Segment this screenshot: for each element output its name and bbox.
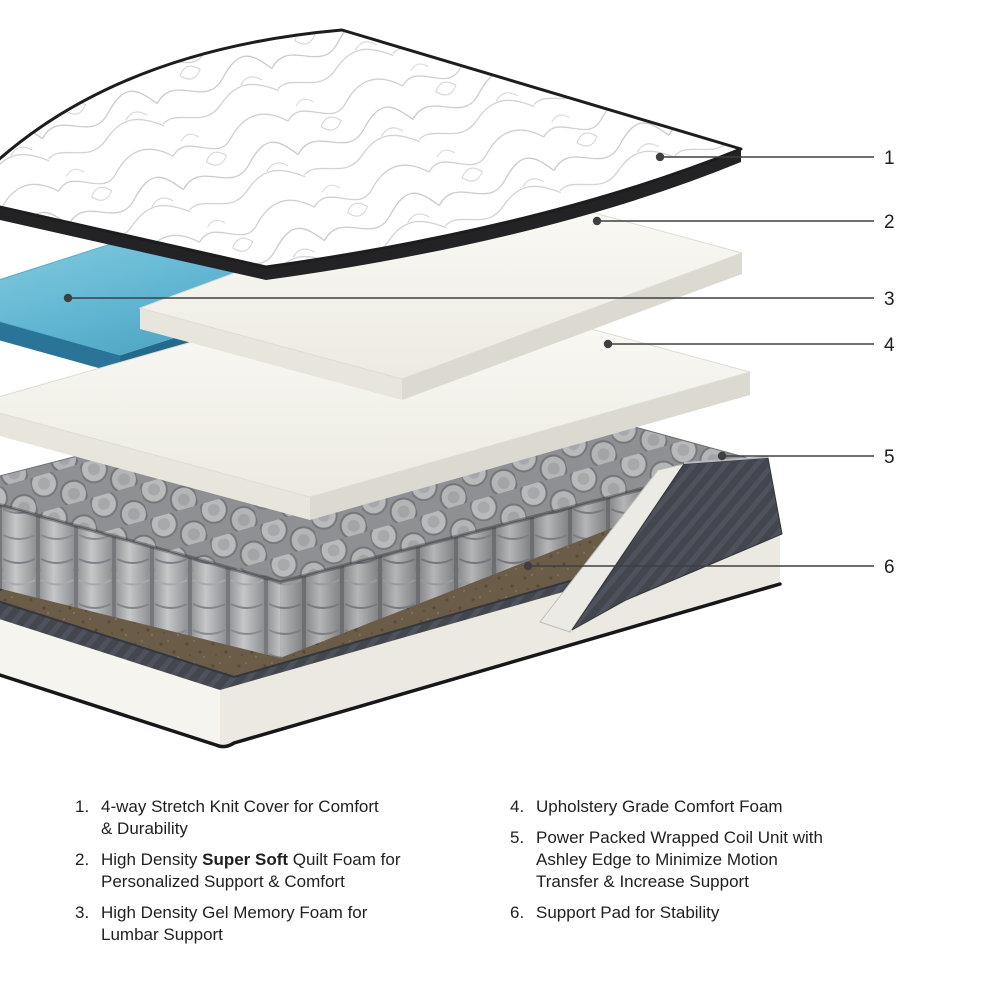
callout-number-2: 2 xyxy=(884,212,895,233)
legend-item-2-text: High Density Super Soft Quilt Foam for P… xyxy=(101,849,400,893)
legend-item-3-text: High Density Gel Memory Foam for Lumbar … xyxy=(101,903,368,944)
callouts: 1 2 3 4 5 6 xyxy=(63,148,895,578)
callout-dot-3 xyxy=(63,293,73,303)
callout-dot-6 xyxy=(523,561,533,571)
gel-foam-side-left xyxy=(0,321,120,374)
callout-dot-4 xyxy=(603,339,613,349)
edge-corner-wedge xyxy=(571,456,783,631)
legend-item-6-text: Support Pad for Stability xyxy=(536,903,720,922)
callout-dot-1 xyxy=(655,152,665,162)
quilted-cover-layer xyxy=(0,28,743,280)
callout-dot-5 xyxy=(717,451,727,461)
legend: 1. 4-way Stretch Knit Cover for Comfort … xyxy=(0,796,1000,955)
legend-item-2-number: 2. xyxy=(75,850,90,869)
legend-item-5-text: Power Packed Wrapped Coil Unit with Ashl… xyxy=(536,828,823,891)
quilted-cover-edge-band xyxy=(0,149,741,280)
legend-item-2-text-after: Quilt Foam for Personalized Support & Co… xyxy=(101,850,401,891)
callout-dot-2 xyxy=(592,216,602,226)
legend-item-4-number: 4. xyxy=(510,797,525,816)
legend-item-1-text: 4-way Stretch Knit Cover for Comfort & D… xyxy=(101,797,379,838)
callout-number-5: 5 xyxy=(884,447,895,468)
callout-number-1: 1 xyxy=(884,148,895,169)
legend-item-5-number: 5. xyxy=(510,828,525,847)
coil-unit-top-seam xyxy=(0,458,756,585)
callout-number-4: 4 xyxy=(884,335,895,356)
legend-item-3: 3. High Density Gel Memory Foam for Lumb… xyxy=(75,902,437,946)
legend-column-left: 1. 4-way Stretch Knit Cover for Comfort … xyxy=(75,796,437,955)
comfort-foam-side-right xyxy=(310,372,750,520)
callout-number-6: 6 xyxy=(884,557,895,578)
legend-item-2-text-before: High Density xyxy=(101,850,203,869)
base-side-left xyxy=(0,619,220,748)
mattress-diagram: 1 2 3 4 5 6 xyxy=(0,28,895,749)
legend-item-5: 5. Power Packed Wrapped Coil Unit with A… xyxy=(510,827,920,893)
quilt-foam-layer xyxy=(138,181,744,400)
quilted-cover-top xyxy=(0,28,743,269)
base-bottom-piping xyxy=(0,582,782,749)
callout-number-3: 3 xyxy=(884,289,895,310)
legend-item-2-text-bold: Super Soft xyxy=(202,850,289,869)
legend-column-right: 4. Upholstery Grade Comfort Foam 5. Powe… xyxy=(510,796,920,955)
legend-item-1-number: 1. xyxy=(75,797,90,816)
comfort-foam-side-left xyxy=(0,413,310,520)
quilt-foam-side-right xyxy=(402,253,742,400)
edge-corner-wedge-highlight xyxy=(683,456,769,464)
legend-item-1: 1. 4-way Stretch Knit Cover for Comfort … xyxy=(75,796,437,840)
legend-item-6-number: 6. xyxy=(510,903,525,922)
legend-item-4: 4. Upholstery Grade Comfort Foam xyxy=(510,796,920,818)
legend-item-4-text: Upholstery Grade Comfort Foam xyxy=(536,797,783,816)
legend-item-2: 2. High Density Super Soft Quilt Foam fo… xyxy=(75,849,437,893)
coil-unit-front-left xyxy=(0,505,280,658)
quilt-foam-side-left xyxy=(140,308,402,400)
legend-item-3-number: 3. xyxy=(75,903,90,922)
legend-item-6: 6. Support Pad for Stability xyxy=(510,902,920,924)
